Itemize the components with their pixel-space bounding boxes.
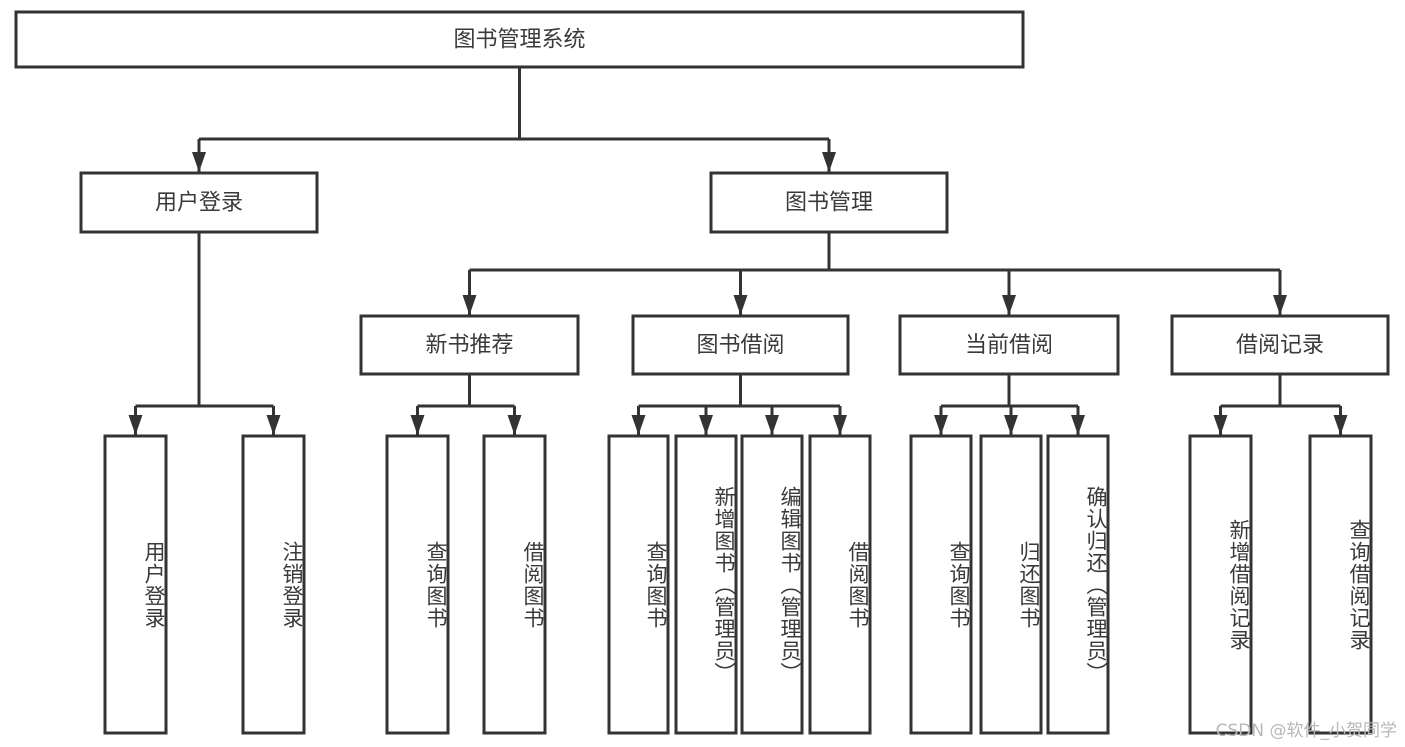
arrow-head: [1273, 295, 1287, 315]
node-leaf-box[interactable]: [979, 434, 1043, 735]
node-leaf-box[interactable]: [103, 434, 168, 735]
connectors-layer: [128, 67, 1348, 435]
node-leaf-box[interactable]: [740, 434, 804, 735]
arrow-head: [699, 415, 713, 435]
node-leaf-box[interactable]: [1188, 434, 1253, 735]
node-category-label: 当前借阅: [965, 333, 1053, 358]
node-leaf-box[interactable]: [385, 434, 450, 735]
arrow-head: [128, 415, 143, 435]
arrow-head: [833, 415, 847, 435]
node-leaf-box[interactable]: [808, 434, 872, 735]
arrow-head: [462, 295, 477, 315]
node-category-label: 借阅记录: [1236, 333, 1324, 358]
arrow-head: [1333, 415, 1348, 435]
node-leaf-box[interactable]: [482, 434, 547, 735]
node-category-box[interactable]: [359, 314, 580, 376]
arrow-head: [822, 152, 836, 172]
node-root-box[interactable]: [14, 10, 1025, 69]
node-category-label: 新书推荐: [425, 333, 513, 358]
node-category-box[interactable]: [631, 314, 850, 376]
node-category-box[interactable]: [1170, 314, 1390, 376]
arrow-head: [192, 152, 206, 172]
arrow-head: [1004, 415, 1018, 435]
arrow-head: [1213, 415, 1228, 435]
arrow-head: [1002, 295, 1016, 315]
node-user-login-label: 用户登录: [155, 191, 243, 216]
node-book-management-label: 图书管理: [785, 191, 873, 216]
node-root-label: 图书管理系统: [453, 28, 585, 53]
arrow-head: [631, 415, 646, 435]
node-leaf-box[interactable]: [607, 434, 670, 735]
boxes-layer: [14, 10, 1390, 735]
node-leaf-box[interactable]: [241, 434, 306, 735]
node-leaf-box[interactable]: [909, 434, 973, 735]
arrow-head: [1071, 415, 1085, 435]
arrow-head: [733, 295, 748, 315]
node-category-box[interactable]: [898, 314, 1120, 376]
arrow-head: [765, 415, 779, 435]
arrow-head: [410, 415, 425, 435]
watermark-text: CSDN @软件_小贺同学: [1215, 721, 1397, 741]
node-leaf-box[interactable]: [1308, 434, 1373, 735]
arrow-head: [934, 415, 948, 435]
node-category-label: 图书借阅: [696, 333, 784, 358]
node-book-management-box[interactable]: [709, 171, 949, 234]
node-leaf-box[interactable]: [1046, 434, 1110, 735]
node-leaf-box[interactable]: [674, 434, 738, 735]
node-user-login-box[interactable]: [79, 171, 319, 234]
arrow-head: [507, 415, 522, 435]
arrow-head: [266, 415, 281, 435]
